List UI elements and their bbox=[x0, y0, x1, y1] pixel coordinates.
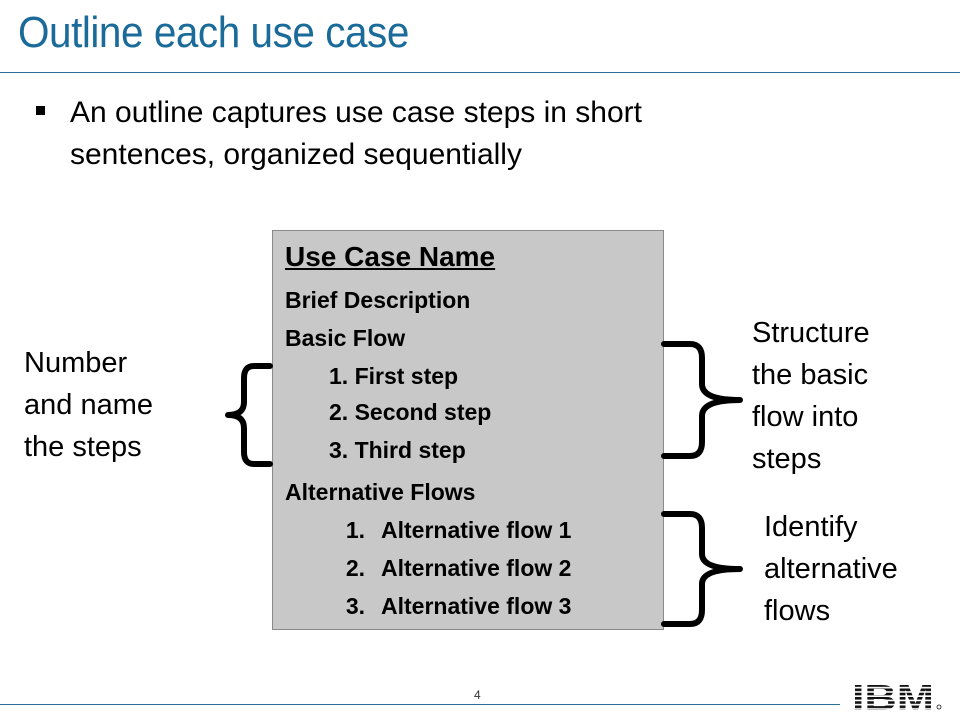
annotation-structure-flow: Structure the basic flow into steps bbox=[752, 317, 870, 475]
alternative-flow-label: Alternative flow 1 bbox=[381, 517, 572, 543]
left-brace-icon bbox=[225, 363, 273, 467]
right-brace-bottom-icon bbox=[661, 511, 743, 627]
bullet-text: An outline captures use case steps in sh… bbox=[70, 96, 642, 171]
basic-flow-step: 3. Third step bbox=[329, 437, 466, 463]
use-case-name: Use Case Name bbox=[285, 241, 496, 272]
basic-flow-step: 1. First step bbox=[329, 363, 459, 389]
page-number: 4 bbox=[474, 688, 481, 702]
brief-description: Brief Description bbox=[285, 287, 471, 313]
use-case-outline-box: Use Case Name Brief Description Basic Fl… bbox=[272, 230, 664, 630]
footer-divider bbox=[0, 704, 840, 705]
alternative-flow-number: 1. bbox=[345, 517, 365, 543]
basic-flow-heading: Basic Flow bbox=[285, 325, 406, 351]
alternative-flow-label: Alternative flow 2 bbox=[381, 555, 572, 581]
title-divider bbox=[0, 72, 960, 73]
alternative-flow-number: 2. bbox=[345, 555, 365, 581]
right-brace-top-icon bbox=[661, 341, 743, 459]
alternative-flows-heading: Alternative Flows bbox=[285, 479, 476, 505]
basic-flow-step: 2. Second step bbox=[329, 399, 492, 425]
ibm-logo-text: IBM bbox=[852, 680, 934, 714]
ibm-logo-icon: IBM bbox=[852, 680, 942, 714]
annotation-number-steps: Number and name the steps bbox=[24, 347, 153, 463]
alternative-flow-label: Alternative flow 3 bbox=[381, 593, 572, 619]
annotation-identify-alternatives: Identify alternative flows bbox=[764, 511, 898, 627]
slide-title: Outline each use case bbox=[18, 8, 409, 57]
alternative-flow-number: 3. bbox=[345, 593, 365, 619]
square-bullet-icon bbox=[36, 106, 45, 115]
